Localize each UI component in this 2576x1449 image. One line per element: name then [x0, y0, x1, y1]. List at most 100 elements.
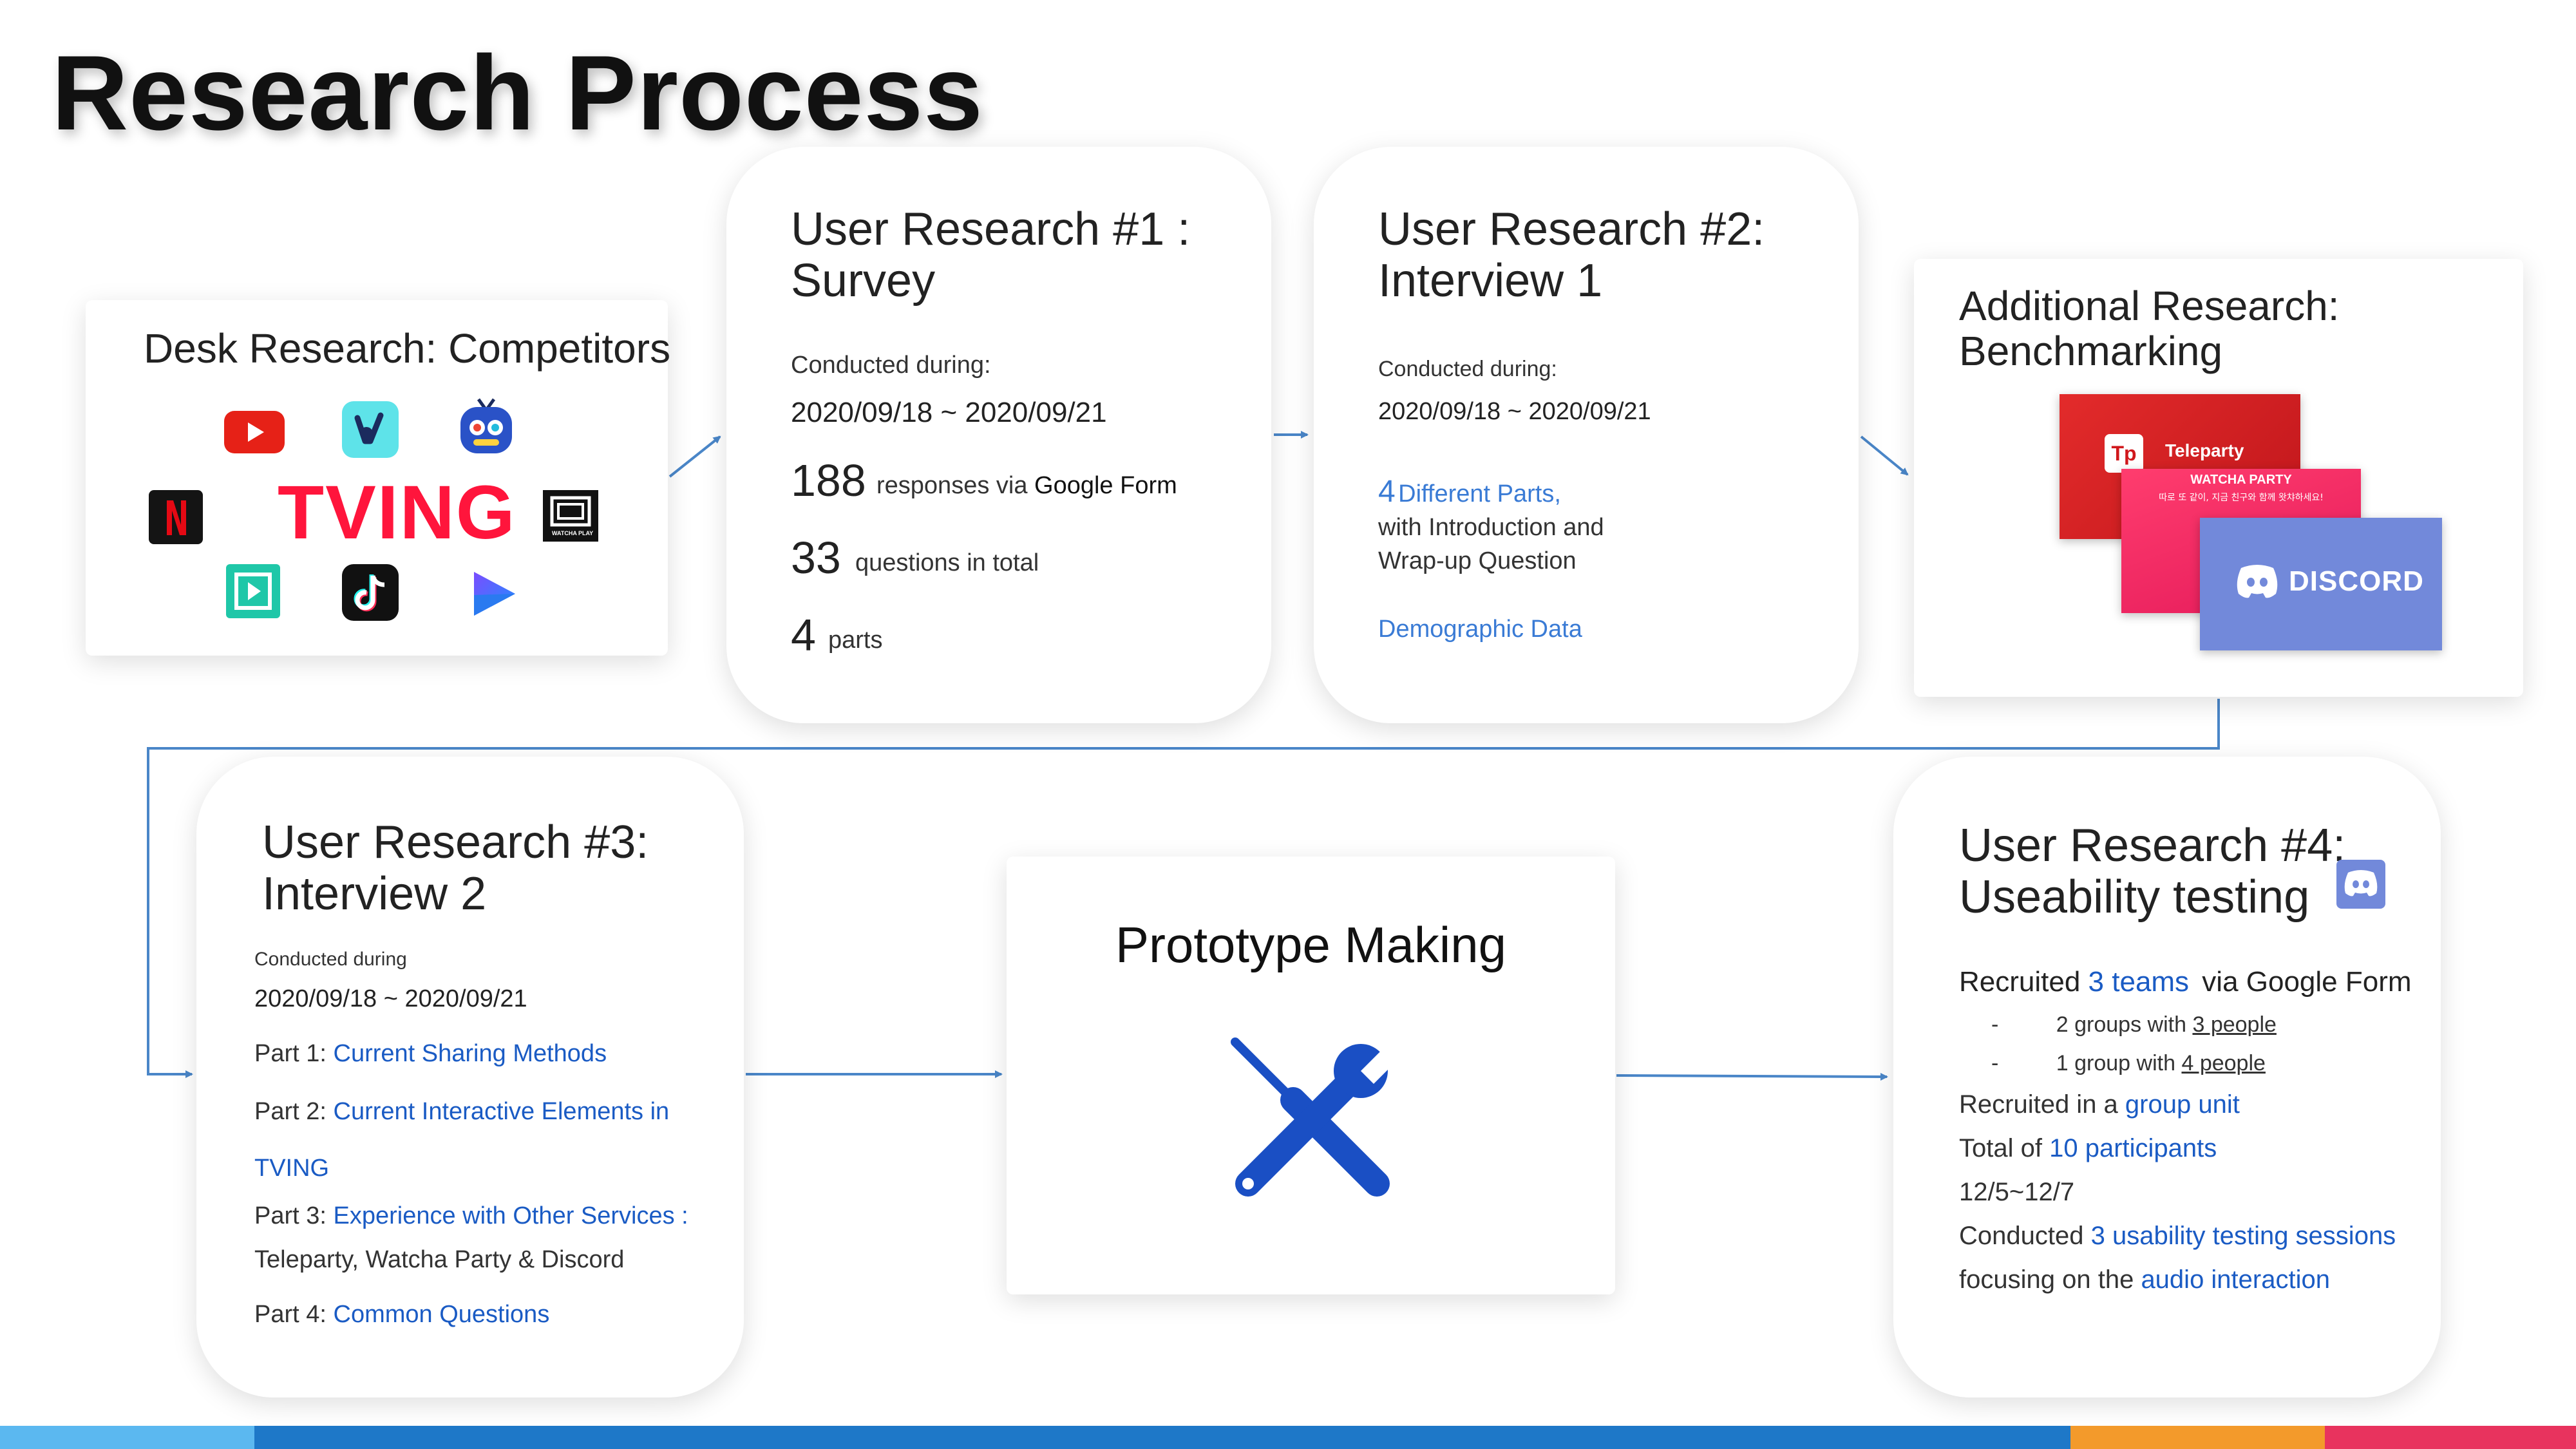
watcha-play-icon: WATCHA PLAY: [543, 490, 598, 545]
ur1-parts-text: parts: [828, 627, 883, 654]
ur3-part3-detail: Teleparty, Watcha Party & Discord: [254, 1246, 625, 1273]
ur4-recruited-suffix: via Google Form: [2202, 966, 2412, 998]
bottom-bar-light-blue: [0, 1426, 254, 1449]
user-research-3-card: User Research #3: Interview 2 Conducted …: [196, 757, 744, 1397]
additional-title-line1: Additional Research:: [1959, 283, 2340, 329]
ur4-bullet1-dash: -: [1991, 1012, 1999, 1037]
discord-screenshot: DISCORD: [2200, 518, 2442, 650]
ur3-part4: Part 4: Common Questions: [254, 1301, 549, 1329]
ur4-bullet2: - 1 group with 4 people: [1991, 1051, 2266, 1076]
discord-label: DISCORD: [2289, 565, 2424, 597]
ur3-part3-value: Experience with Other Services :: [333, 1202, 688, 1229]
tving-logo: TVING: [278, 470, 516, 555]
ur4-sessions: Conducted 3 usability testing sessions: [1959, 1222, 2396, 1251]
ur4-focus-value: audio interaction: [2141, 1265, 2330, 1294]
naver-tv-icon: [459, 397, 513, 459]
ur3-part3: Part 3: Experience with Other Services :: [254, 1202, 688, 1230]
ur2-parts-line3: Wrap-up Question: [1378, 547, 1577, 574]
ur3-part1: Part 1: Current Sharing Methods: [254, 1040, 607, 1068]
ur4-bullet2-dash: -: [1991, 1051, 1999, 1075]
ur1-parts-num: 4: [791, 610, 816, 660]
ur4-total-value: 10 participants: [2049, 1134, 2217, 1162]
ur3-part2-label: Part 2:: [254, 1098, 327, 1125]
ur2-parts-num: 4: [1378, 475, 1396, 509]
tiktok-icon: [342, 564, 399, 624]
vlive-icon: [342, 401, 399, 461]
ur2-title-line2: Interview 1: [1378, 255, 1603, 307]
ur4-bullet1: - 2 groups with 3 people: [1991, 1012, 2277, 1037]
ur3-part2-value: Current Interactive Elements in: [333, 1098, 670, 1125]
bottom-bar-orange: [2070, 1426, 2325, 1449]
ur1-conducted-label: Conducted during:: [791, 352, 991, 379]
ur4-unit-prefix: Recruited in a: [1959, 1090, 2118, 1119]
play-store-icon: [226, 564, 280, 621]
ur2-parts-line: 4 Different Parts,: [1378, 474, 1561, 509]
ur4-total-prefix: Total of: [1959, 1134, 2042, 1162]
ur1-responses-line: responses via Google Form: [876, 472, 1177, 500]
ur2-parts-line2: with Introduction and: [1378, 514, 1604, 541]
ur4-dates: 12/5~12/7: [1959, 1178, 2075, 1206]
teleparty-label: Teleparty: [2165, 440, 2244, 460]
discord-badge-icon: [2336, 860, 2385, 912]
ur4-bullet2-prefix: 1 group with: [2056, 1051, 2176, 1075]
ur3-part2: Part 2: Current Interactive Elements in: [254, 1098, 669, 1126]
desk-research-title: Desk Research: Competitors: [144, 325, 671, 372]
arrow-ur2-to-additional: [1860, 435, 1909, 476]
ur1-title-line1: User Research #1 :: [791, 204, 1191, 255]
ur4-unit-value: group unit: [2125, 1090, 2240, 1119]
ur4-title-line2: Useability testing: [1959, 871, 2310, 923]
ur1-questions-text: questions in total: [855, 549, 1039, 576]
watcha-play-label: WATCHA PLAY: [552, 530, 594, 536]
prototype-card: Prototype Making: [1007, 857, 1615, 1294]
ur1-responses-num: 188: [791, 455, 866, 506]
ur4-total: Total of 10 participants: [1959, 1134, 2217, 1163]
user-research-1-card: User Research #1 : Survey Conducted duri…: [726, 147, 1271, 723]
desk-research-card: Desk Research: Competitors TVING WATCHA …: [86, 300, 671, 656]
ur1-questions-num: 33: [791, 533, 841, 583]
ur4-bullet1-prefix: 2 groups with: [2056, 1012, 2187, 1037]
ur3-part3-label: Part 3:: [254, 1202, 327, 1229]
bottom-bar-red: [2325, 1426, 2576, 1449]
ur4-sessions-value: 3 usability testing sessions: [2090, 1222, 2396, 1250]
discord-logo-icon: [2236, 563, 2278, 603]
netflix-icon: [149, 490, 203, 547]
arrow-desk-to-ur1: [668, 435, 721, 478]
ur3-part1-label: Part 1:: [254, 1040, 327, 1067]
ur4-recruited-value: 3 teams: [2088, 966, 2190, 998]
ur3-title-line1: User Research #3:: [262, 817, 649, 868]
ur4-unit: Recruited in a group unit: [1959, 1090, 2240, 1119]
ur2-dates: 2020/09/18 ~ 2020/09/21: [1378, 398, 1651, 425]
ur1-dates: 2020/09/18 ~ 2020/09/21: [791, 397, 1107, 428]
ur2-demographic: Demographic Data: [1378, 616, 1582, 643]
ur4-bullet1-value: 3 people: [2192, 1012, 2277, 1037]
ur3-conducted-label: Conducted during: [254, 949, 407, 970]
ur4-title-line1: User Research #4:: [1959, 820, 2346, 871]
ur3-part2-value2: TVING: [254, 1155, 330, 1182]
tools-icon: [1222, 1029, 1403, 1213]
ur3-title-line2: Interview 2: [262, 868, 487, 920]
arrow-prototype-to-ur4: [1616, 1072, 1888, 1081]
ur1-title-line2: Survey: [791, 255, 936, 307]
additional-research-card: Additional Research: Benchmarking Tp Tel…: [1914, 259, 2523, 697]
ur4-focus-prefix: focusing on the: [1959, 1265, 2134, 1294]
user-research-2-card: User Research #2: Interview 1 Conducted …: [1314, 147, 1859, 723]
ur4-bullet2-value: 4 people: [2181, 1051, 2266, 1075]
user-research-4-card: User Research #4: Useability testing Rec…: [1893, 757, 2441, 1397]
ur2-conducted-label: Conducted during:: [1378, 357, 1557, 381]
ur1-responses-text: responses via: [876, 472, 1028, 499]
ur4-sessions-prefix: Conducted: [1959, 1222, 2084, 1250]
ur3-dates: 2020/09/18 ~ 2020/09/21: [254, 985, 527, 1012]
ur3-part1-value: Current Sharing Methods: [333, 1040, 607, 1067]
youtube-icon: [224, 411, 285, 457]
ur3-part4-label: Part 4:: [254, 1301, 327, 1328]
ur2-title-line1: User Research #2:: [1378, 204, 1765, 255]
arrow-additional-to-ur3: [147, 699, 2220, 1078]
additional-title-line2: Benchmarking: [1959, 328, 2223, 374]
ur4-recruited: Recruited 3 teams via Google Form: [1959, 966, 2412, 998]
prototype-title: Prototype Making: [1115, 916, 1506, 973]
ur3-part4-value: Common Questions: [333, 1301, 550, 1328]
blue-play-icon: [469, 569, 518, 621]
ur1-responses-source: Google Form: [1034, 472, 1177, 499]
ur4-focus: focusing on the audio interaction: [1959, 1265, 2330, 1294]
